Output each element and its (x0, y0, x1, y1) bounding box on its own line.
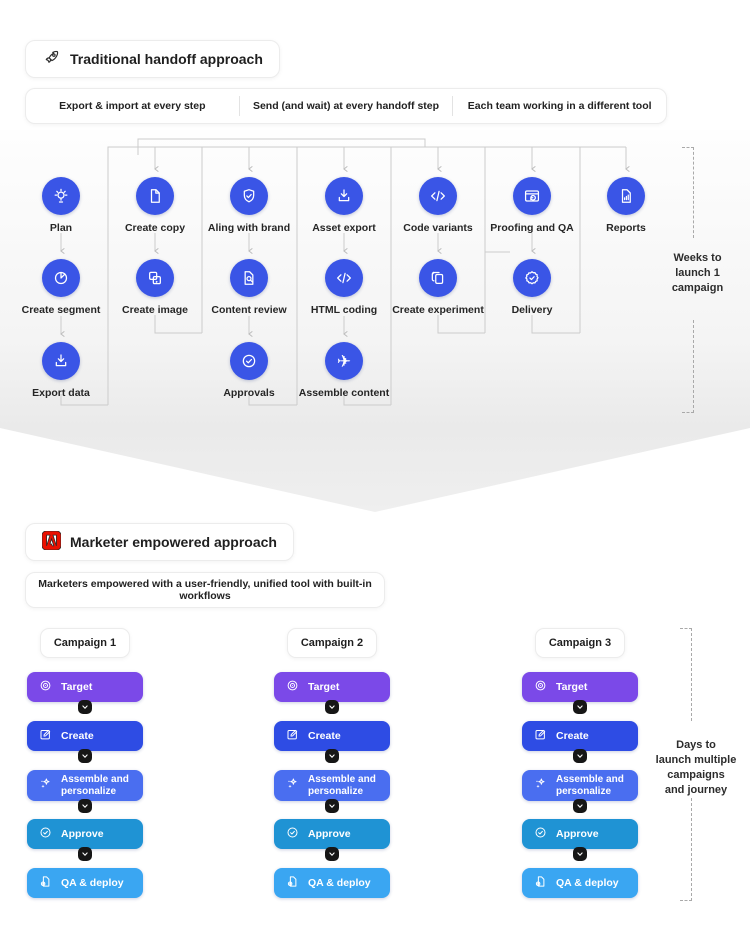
step-create-copy: Create copy (108, 177, 202, 235)
step-create-image: Create image (108, 259, 202, 317)
qa-deploy-icon (38, 874, 53, 892)
chevron-down-icon (573, 749, 587, 763)
badge-check-icon (513, 259, 551, 297)
edit-icon (533, 727, 548, 745)
pain-point: Each team working in a different tool (467, 100, 652, 112)
approve-check-icon (38, 825, 53, 843)
rocket-icon (42, 48, 61, 70)
qa-deploy-step: QA & deploy (274, 868, 390, 898)
step-align-with-brand: Aling with brand (202, 177, 296, 235)
chevron-down-icon (78, 700, 92, 714)
pain-points-bar: Export & import at every step Send (and … (25, 88, 667, 124)
target-icon (38, 678, 53, 696)
sparkle-icon (285, 776, 300, 795)
code-icon (419, 177, 457, 215)
pain-point: Export & import at every step (59, 100, 206, 112)
create-step: Create (274, 721, 390, 751)
handoff-wires (60, 138, 630, 406)
approve-step: Approve (27, 819, 143, 849)
chevron-down-icon (78, 749, 92, 763)
step-assemble-content: ✈ Assemble content (297, 342, 391, 400)
approve-step: Approve (522, 819, 638, 849)
qa-deploy-step: QA & deploy (522, 868, 638, 898)
chevron-down-icon (573, 700, 587, 714)
pain-point: Send (and wait) at every handoff step (252, 100, 440, 112)
approve-check-icon (533, 825, 548, 843)
target-icon (533, 678, 548, 696)
target-step: Target (27, 672, 143, 702)
document-search-icon (230, 259, 268, 297)
traditional-approach-badge: Traditional handoff approach (25, 40, 280, 78)
empowered-duration-note: Days to launch multiple campaigns and jo… (655, 739, 737, 796)
step-content-review: Content review (202, 259, 296, 317)
edit-icon (285, 727, 300, 745)
chevron-down-icon (573, 847, 587, 861)
duration-bracket-bottom (680, 798, 692, 901)
step-approvals: Approvals (202, 342, 296, 400)
step-proofing-qa: Proofing and QA (485, 177, 579, 235)
step-reports: Reports (579, 177, 673, 235)
divider (452, 96, 454, 116)
qa-deploy-icon (533, 874, 548, 892)
campaign-1-label: Campaign 1 (27, 628, 143, 658)
chevron-down-icon (325, 749, 339, 763)
plane-icon: ✈ (325, 342, 363, 380)
step-export-data: Export data (14, 342, 108, 400)
sparkle-icon (38, 776, 53, 795)
chevron-down-icon (78, 847, 92, 861)
divider (238, 96, 240, 116)
code-icon (325, 259, 363, 297)
target-icon (285, 678, 300, 696)
create-step: Create (522, 721, 638, 751)
browser-refresh-icon (513, 177, 551, 215)
document-icon (136, 177, 174, 215)
approve-check-icon (285, 825, 300, 843)
assemble-step: Assemble and personalize (274, 770, 390, 801)
step-plan: Plan (14, 177, 108, 235)
target-step: Target (522, 672, 638, 702)
create-step: Create (27, 721, 143, 751)
step-code-variants: Code variants (391, 177, 485, 235)
qa-deploy-step: QA & deploy (27, 868, 143, 898)
duration-bracket-top (682, 147, 694, 238)
step-create-segment: Create segment (14, 259, 108, 317)
shield-check-icon (230, 177, 268, 215)
lightbulb-icon (42, 177, 80, 215)
empowered-approach-badge: Marketer empowered approach (25, 523, 294, 561)
step-delivery: Delivery (485, 259, 579, 317)
assemble-step: Assemble and personalize (27, 770, 143, 801)
step-html-coding: HTML coding (297, 259, 391, 317)
report-icon (607, 177, 645, 215)
target-step: Target (274, 672, 390, 702)
sparkle-icon (533, 776, 548, 795)
chevron-down-icon (573, 799, 587, 813)
pie-chart-icon (42, 259, 80, 297)
edit-icon (38, 727, 53, 745)
chevron-down-icon (325, 700, 339, 714)
qa-deploy-icon (285, 874, 300, 892)
campaign-2-label: Campaign 2 (274, 628, 390, 658)
step-asset-export: Asset export (297, 177, 391, 235)
duration-bracket-bottom (682, 320, 694, 413)
step-create-experiment: Create experiment (391, 259, 485, 317)
traditional-badge-label: Traditional handoff approach (70, 51, 263, 67)
download-icon (42, 342, 80, 380)
benefit-text: Marketers empowered with a user-friendly… (38, 578, 372, 602)
empowered-badge-label: Marketer empowered approach (70, 534, 277, 550)
chevron-down-icon (325, 847, 339, 861)
chevron-down-icon (78, 799, 92, 813)
campaign-3-label: Campaign 3 (522, 628, 638, 658)
duration-bracket-top (680, 628, 692, 721)
benefit-bar: Marketers empowered with a user-friendly… (25, 572, 385, 608)
chevron-down-icon (325, 799, 339, 813)
assemble-step: Assemble and personalize (522, 770, 638, 801)
adobe-logo (41, 530, 62, 553)
traditional-duration-note: Weeks to launch 1 campaign (671, 252, 724, 294)
experiment-icon (419, 259, 457, 297)
download-icon (325, 177, 363, 215)
check-circle-icon (230, 342, 268, 380)
approve-step: Approve (274, 819, 390, 849)
images-icon (136, 259, 174, 297)
